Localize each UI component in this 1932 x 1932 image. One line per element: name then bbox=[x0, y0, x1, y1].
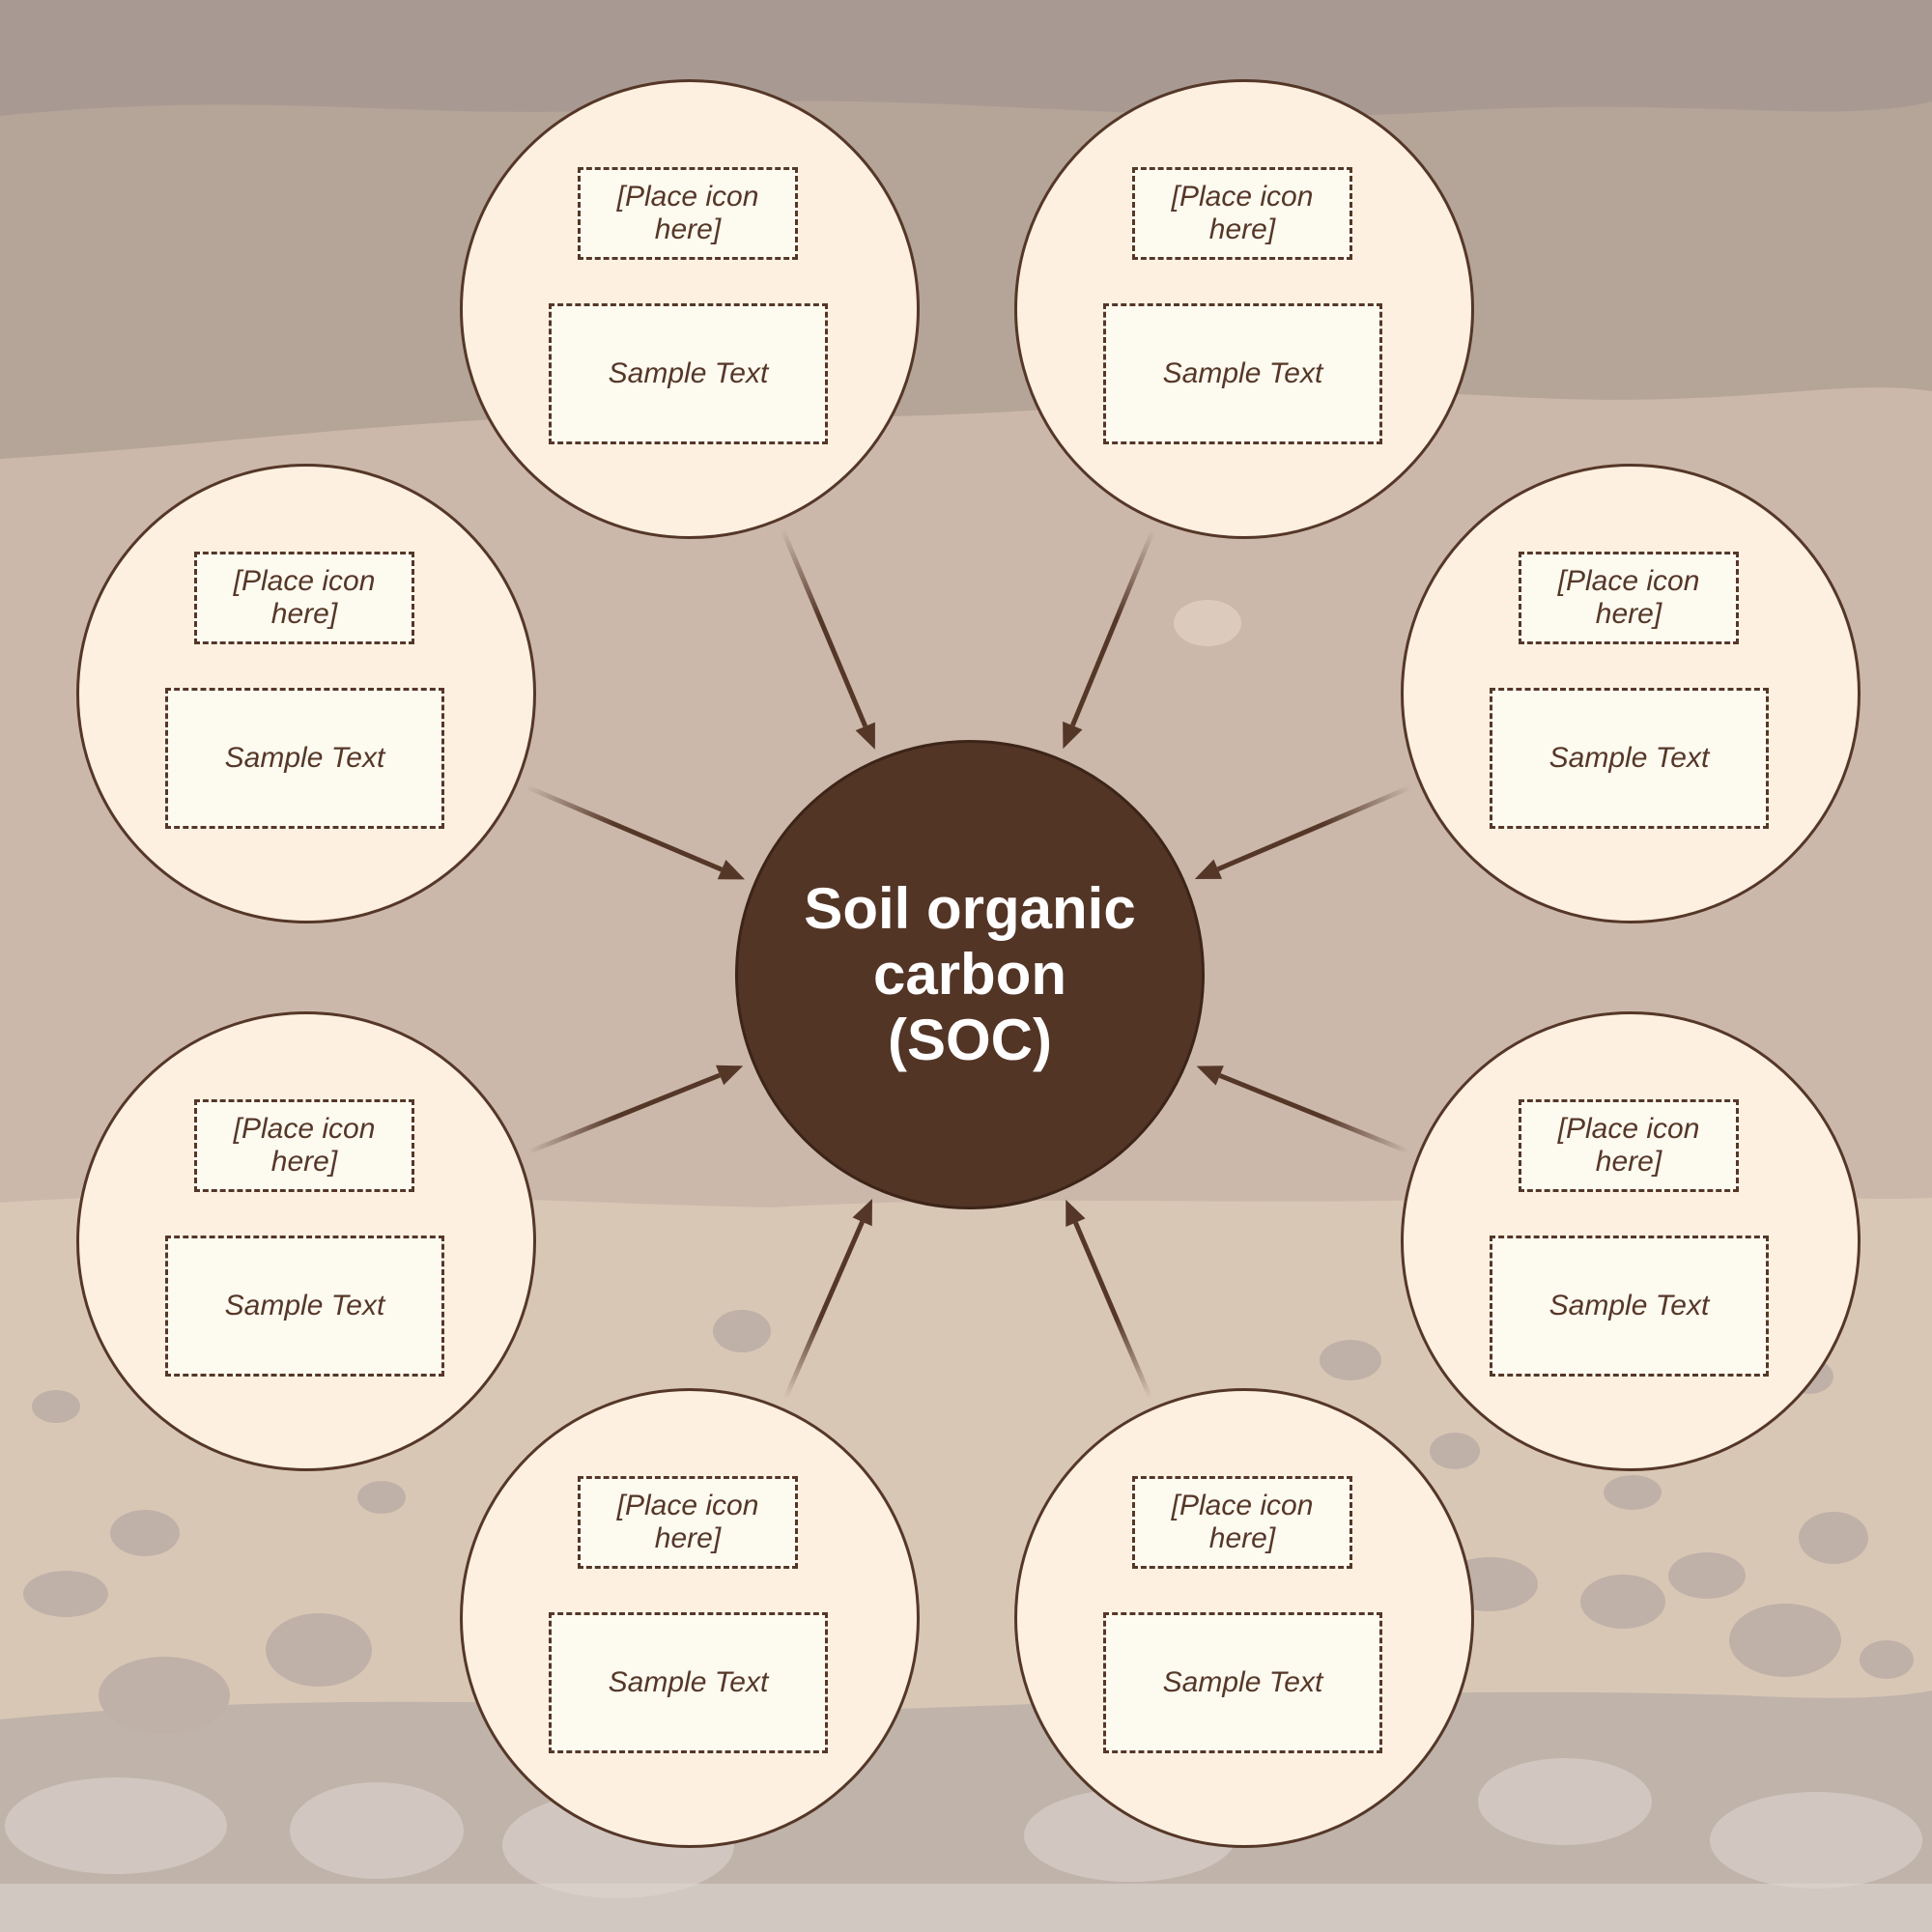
arrow-bottom-right bbox=[1075, 1223, 1150, 1398]
icon-placeholder[interactable]: [Place icon here] bbox=[194, 552, 414, 644]
arrow-lower-right bbox=[1220, 1075, 1408, 1151]
node-lower-left[interactable]: [Place icon here] Sample Text bbox=[76, 1011, 536, 1471]
arrow-upper-left bbox=[526, 787, 722, 869]
node-lower-right[interactable]: [Place icon here] Sample Text bbox=[1401, 1011, 1861, 1471]
node-top-left[interactable]: [Place icon here] Sample Text bbox=[460, 79, 920, 539]
arrow-upper-right bbox=[1218, 787, 1410, 869]
sample-text-box[interactable]: Sample Text bbox=[1490, 1236, 1769, 1377]
arrow-top-left bbox=[782, 530, 866, 726]
icon-placeholder[interactable]: [Place icon here] bbox=[1519, 1099, 1739, 1192]
node-upper-left[interactable]: [Place icon here] Sample Text bbox=[76, 464, 536, 923]
sample-text-box[interactable]: Sample Text bbox=[1103, 303, 1382, 444]
node-upper-right[interactable]: [Place icon here] Sample Text bbox=[1401, 464, 1861, 923]
center-node[interactable]: Soil organic carbon (SOC) bbox=[735, 740, 1205, 1209]
arrowhead-lower-left bbox=[716, 1065, 743, 1085]
sample-text-box[interactable]: Sample Text bbox=[165, 688, 444, 829]
arrowhead-lower-right bbox=[1197, 1065, 1224, 1085]
icon-placeholder[interactable]: [Place icon here] bbox=[578, 167, 798, 260]
center-title: Soil organic carbon (SOC) bbox=[796, 876, 1144, 1073]
icon-placeholder[interactable]: [Place icon here] bbox=[578, 1476, 798, 1569]
node-top-right[interactable]: [Place icon here] Sample Text bbox=[1014, 79, 1474, 539]
node-bottom-left[interactable]: [Place icon here] Sample Text bbox=[460, 1388, 920, 1848]
node-bottom-right[interactable]: [Place icon here] Sample Text bbox=[1014, 1388, 1474, 1848]
arrow-top-right bbox=[1072, 530, 1152, 725]
sample-text-box[interactable]: Sample Text bbox=[549, 1612, 828, 1753]
icon-placeholder[interactable]: [Place icon here] bbox=[1132, 1476, 1352, 1569]
arrow-lower-left bbox=[528, 1075, 720, 1152]
arrowhead-top-right bbox=[1063, 722, 1082, 749]
sample-text-box[interactable]: Sample Text bbox=[165, 1236, 444, 1377]
sample-text-box[interactable]: Sample Text bbox=[549, 303, 828, 444]
sample-text-box[interactable]: Sample Text bbox=[1103, 1612, 1382, 1753]
icon-placeholder[interactable]: [Place icon here] bbox=[1132, 167, 1352, 260]
icon-placeholder[interactable]: [Place icon here] bbox=[1519, 552, 1739, 644]
sample-text-box[interactable]: Sample Text bbox=[1490, 688, 1769, 829]
arrow-bottom-left bbox=[785, 1222, 863, 1399]
icon-placeholder[interactable]: [Place icon here] bbox=[194, 1099, 414, 1192]
